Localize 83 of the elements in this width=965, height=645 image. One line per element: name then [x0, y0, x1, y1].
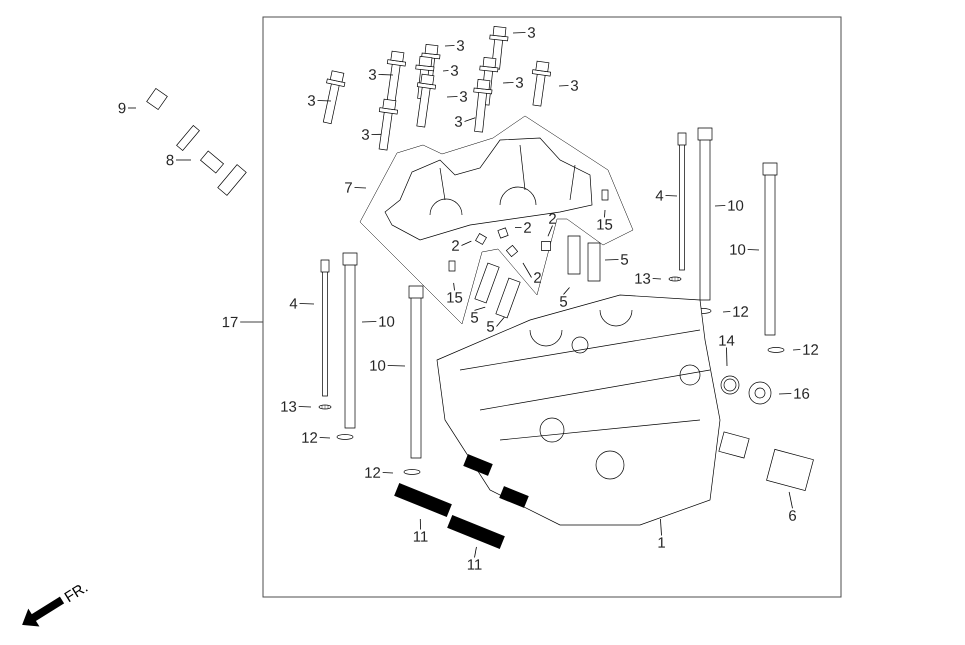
leader-line	[563, 287, 570, 295]
callout-number: 16	[794, 388, 810, 399]
callout-number: 3	[454, 116, 462, 127]
leader-line	[747, 249, 760, 250]
callout-number: 2	[524, 222, 531, 233]
callout-number: 15	[597, 219, 612, 230]
callout-number: 9	[118, 102, 126, 114]
callout-number: 2	[534, 272, 541, 283]
leader-line	[660, 518, 662, 536]
callout-number: 1	[658, 537, 665, 548]
callout-number: 3	[460, 91, 467, 102]
leader-line	[726, 347, 728, 366]
leader-line	[722, 311, 731, 312]
leader-line	[420, 518, 421, 530]
leader-line	[474, 306, 486, 311]
leader-line	[502, 82, 514, 84]
leader-line	[319, 437, 330, 438]
leader-line	[792, 349, 801, 350]
leader-line	[354, 187, 366, 188]
leader-line	[362, 321, 377, 322]
leader-line	[317, 100, 332, 102]
leader-line	[665, 195, 678, 196]
leader-line	[496, 316, 505, 327]
callout-number: 3	[456, 40, 464, 51]
callout-number: 8	[166, 154, 174, 166]
callout-number: 13	[281, 401, 296, 412]
leader-line	[548, 225, 553, 237]
callout-number: 4	[656, 190, 664, 201]
callout-number: 12	[302, 432, 318, 443]
callout-number: 14	[719, 335, 734, 346]
callout-number: 4	[290, 298, 298, 309]
direction-label: FR.	[64, 585, 88, 602]
callout-number: 12	[733, 306, 748, 317]
leader-line	[442, 70, 449, 72]
callout-number: 17	[222, 316, 238, 328]
callout-number: 3	[362, 129, 369, 140]
callout-number: 3	[368, 69, 376, 80]
callout-number: 2	[452, 240, 459, 251]
leader-line	[378, 74, 394, 76]
leader-line	[604, 259, 619, 260]
callout-number: 12	[365, 467, 380, 478]
leader-line	[299, 303, 314, 304]
callout-number: 12	[803, 344, 818, 355]
leader-line	[446, 96, 458, 98]
callout-number: 11	[468, 559, 482, 570]
callout-number: 3	[516, 77, 523, 88]
leader-line	[464, 117, 476, 122]
callout-number: 5	[486, 321, 494, 332]
callout-number: 7	[345, 182, 352, 193]
callout-number: 10	[728, 200, 744, 211]
callout-number: 3	[570, 80, 578, 91]
leader-line	[788, 492, 793, 509]
callout-number: 11	[414, 531, 428, 542]
leader-line	[558, 85, 569, 86]
callout-number: 10	[730, 244, 746, 255]
callout-number: 5	[620, 254, 628, 265]
leader-line	[604, 210, 606, 218]
leader-line	[382, 472, 394, 474]
callout-number: 3	[308, 95, 315, 106]
callout-number: 5	[470, 312, 478, 323]
callout-number: 15	[447, 292, 462, 303]
leader-line	[444, 45, 455, 46]
leader-line	[298, 406, 312, 408]
leader-line	[778, 393, 792, 394]
leader-line	[453, 282, 455, 291]
leader-line	[474, 546, 477, 558]
leader-line	[714, 205, 726, 206]
leader-line	[387, 365, 406, 366]
frame-box	[262, 16, 842, 598]
leader-line	[371, 134, 382, 135]
leader-line	[522, 262, 532, 278]
callout-number: 5	[560, 296, 568, 307]
callout-number: 3	[528, 27, 535, 38]
callout-number: 2	[549, 213, 556, 224]
callout-number: 3	[450, 65, 458, 76]
callout-number: 10	[379, 316, 394, 327]
leader-line	[652, 278, 662, 280]
leader-line	[461, 240, 472, 246]
leader-line	[512, 32, 526, 34]
callout-number: 10	[370, 360, 386, 371]
leader-line	[514, 226, 522, 228]
callout-number: 6	[789, 510, 796, 521]
callout-number: 13	[635, 273, 650, 284]
